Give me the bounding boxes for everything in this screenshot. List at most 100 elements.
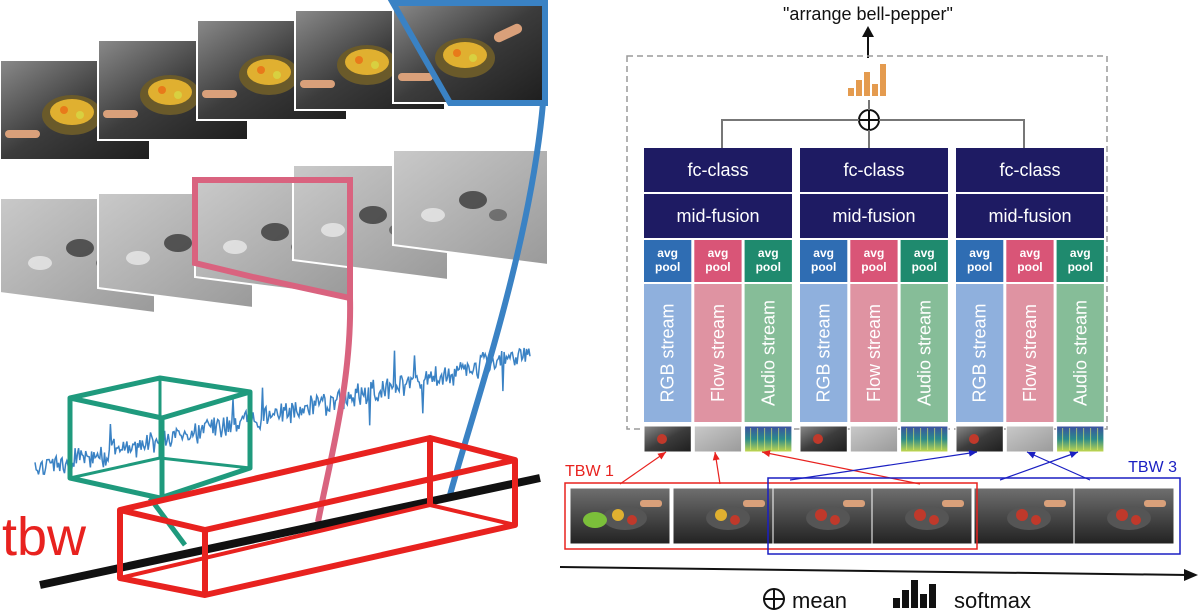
- rgb-thumbnail: [643, 425, 692, 453]
- audio-thumbnail: [744, 425, 793, 453]
- rgb-frame: [392, 2, 544, 104]
- stream-block: [644, 284, 692, 422]
- avg-pool-label: avg: [864, 246, 885, 260]
- avg-pool-block: [1056, 240, 1104, 282]
- flow-frame-stack: [0, 149, 549, 315]
- output-arrowhead: [862, 26, 874, 37]
- avg-pool-label: pool: [1068, 260, 1093, 274]
- audio-thumbnail: [1056, 425, 1105, 453]
- film-strip-frame: [672, 487, 774, 545]
- avg-pool-block: [694, 240, 742, 282]
- legend-softmax-label: softmax: [954, 588, 1031, 613]
- tbw-box-bottom-back: [119, 503, 516, 580]
- avg-pool-label: avg: [813, 246, 834, 260]
- avg-pool-label: pool: [967, 260, 992, 274]
- stream-block: [1006, 284, 1054, 422]
- avg-pool-block: [956, 240, 1004, 282]
- film-strip-frame: [973, 487, 1075, 545]
- flow-link-curve: [315, 297, 354, 523]
- mid-fusion-label: mid-fusion: [988, 206, 1071, 226]
- mid-fusion-block: [800, 194, 948, 238]
- stream-block: [900, 284, 948, 422]
- audio-waveform: [34, 347, 531, 476]
- avg-pool-label: pool: [1017, 260, 1042, 274]
- mean-fusion-icon: [858, 109, 880, 131]
- rgb-frame-stack: [0, 2, 544, 161]
- stream-block: [744, 284, 792, 422]
- avg-pool-block: [800, 240, 848, 282]
- audio-window-cube: [67, 375, 253, 501]
- film-strip-frame: [1073, 487, 1175, 545]
- stream-block: [800, 284, 848, 422]
- input-thumbnails: [643, 425, 1105, 453]
- rgb-thumbnail: [799, 425, 848, 453]
- fc-class-label: fc-class: [687, 160, 748, 180]
- avg-pool-block: [900, 240, 948, 282]
- avg-pool-block: [644, 240, 692, 282]
- stream-label: Audio stream: [914, 300, 934, 406]
- avg-pool-label: avg: [657, 246, 678, 260]
- avg-pool-label: avg: [914, 246, 935, 260]
- flow-thumbnail: [849, 425, 899, 453]
- highlighted-rgb-frame: [387, 0, 548, 106]
- softmax-output-icon: [848, 64, 886, 96]
- audio-thumbnail: [900, 425, 949, 453]
- right-time-axis: [559, 566, 1189, 576]
- avg-pool-block: [850, 240, 898, 282]
- tbw-1-label: TBW 1: [565, 463, 614, 480]
- stream-label: Audio stream: [1070, 300, 1090, 406]
- tbw-1-box: [564, 482, 978, 550]
- flow-thumbnail: [1005, 425, 1055, 453]
- right-branch-line: [879, 119, 1025, 148]
- avg-pool-label: pool: [756, 260, 781, 274]
- flow-highlight-border: [192, 177, 353, 302]
- legend-mean-label: mean: [792, 588, 847, 613]
- stream-label: Audio stream: [758, 300, 778, 406]
- tbw-arrows: [619, 449, 1091, 485]
- stream-label: Flow stream: [864, 304, 884, 402]
- rgb-thumbnail: [955, 425, 1004, 453]
- stream-label: RGB stream: [814, 303, 834, 402]
- avg-pool-label: avg: [1070, 246, 1091, 260]
- avg-pool-label: pool: [655, 260, 680, 274]
- fc-class-block: [800, 148, 948, 192]
- avg-pool-block: [1006, 240, 1054, 282]
- mid-fusion-label: mid-fusion: [676, 206, 759, 226]
- stream-block: [956, 284, 1004, 422]
- tbw-label: tbw: [2, 507, 87, 567]
- avg-pool-label: avg: [708, 246, 729, 260]
- mid-fusion-block: [644, 194, 792, 238]
- stream-label: RGB stream: [970, 303, 990, 402]
- legend-softmax-icon: [893, 580, 936, 608]
- avg-pool-label: pool: [705, 260, 730, 274]
- tbw-3-label: TBW 3: [1128, 459, 1177, 476]
- tbw-box: [117, 435, 518, 598]
- avg-pool-label: avg: [969, 246, 990, 260]
- stream-label: Flow stream: [1020, 304, 1040, 402]
- film-strip-frame: [569, 487, 671, 545]
- video-film-strip: [569, 487, 1175, 545]
- mid-fusion-label: mid-fusion: [832, 206, 915, 226]
- flow-frame: [392, 149, 549, 267]
- avg-pool-label: pool: [861, 260, 886, 274]
- rgb-link-curve: [447, 102, 546, 496]
- fc-class-block: [644, 148, 792, 192]
- stream-block: [694, 284, 742, 422]
- fc-class-label: fc-class: [999, 160, 1060, 180]
- legend-mean-icon: [763, 588, 785, 610]
- avg-pool-label: pool: [912, 260, 937, 274]
- cube-edge-bottom: [69, 456, 251, 480]
- left-branch-line: [721, 119, 859, 148]
- prediction-caption: "arrange bell-pepper": [783, 4, 953, 24]
- film-strip-frame: [772, 487, 874, 545]
- flow-thumbnail: [693, 425, 743, 453]
- avg-pool-block: [744, 240, 792, 282]
- stream-block: [1056, 284, 1104, 422]
- stream-label: Flow stream: [708, 304, 728, 402]
- tbw-3-box: [767, 477, 1181, 555]
- right-time-axis-arrowhead: [1184, 569, 1198, 581]
